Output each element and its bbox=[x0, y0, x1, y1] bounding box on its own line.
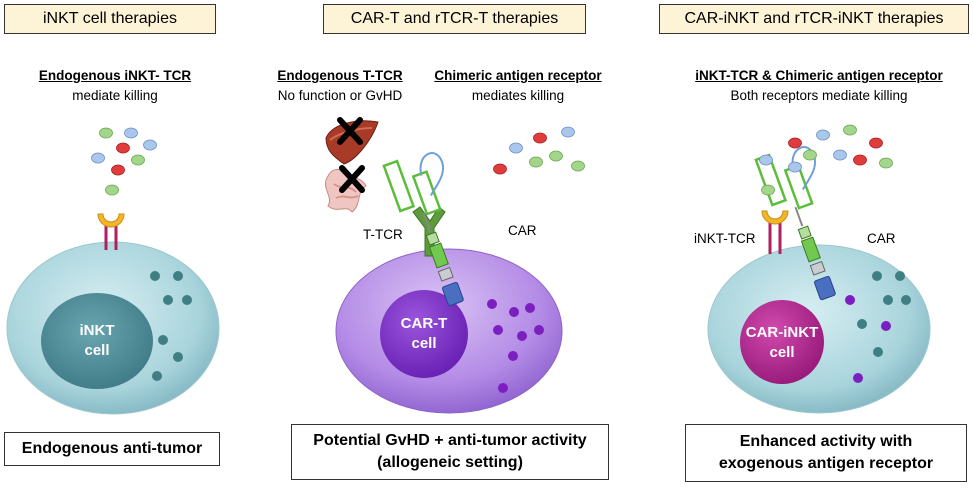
teal-granules bbox=[150, 271, 192, 381]
cart-nucleus bbox=[380, 290, 468, 378]
antigen-cluster-1 bbox=[91, 127, 157, 196]
outcome-line1: Enhanced activity with bbox=[739, 433, 913, 450]
subheading-mediates-killing: mediates killing bbox=[471, 88, 565, 103]
inkt-tcr-receptor bbox=[97, 213, 125, 250]
nucleus-label-line2: cell bbox=[411, 335, 437, 352]
nucleus-label-line1: iNKT bbox=[79, 322, 115, 339]
inkt-nucleus bbox=[41, 293, 153, 389]
t-tcr-receptor bbox=[412, 206, 446, 257]
outcome-line2: exogenous antigen receptor bbox=[718, 455, 934, 472]
heading-chimeric-antigen-receptor: Chimeric antigen receptor bbox=[434, 68, 602, 83]
inkt-tcr-receptor-2 bbox=[761, 210, 789, 254]
carinkt-cell bbox=[707, 244, 931, 414]
panel-title-inkt: iNKT cell therapies bbox=[4, 4, 216, 34]
carinkt-nucleus bbox=[740, 300, 824, 384]
inkt-tcr-label: iNKT-TCR bbox=[694, 231, 756, 246]
car-label-2: CAR bbox=[867, 231, 896, 246]
subheading-no-function-gvhd: No function or GvHD bbox=[277, 88, 403, 103]
outcome-box-cart: Potential GvHD + anti-tumor activity (al… bbox=[291, 424, 609, 480]
x-mark-icon bbox=[337, 117, 365, 193]
outcome-line1: Potential GvHD + anti-tumor activity bbox=[313, 432, 587, 449]
panel-title-carinkt: CAR-iNKT and rTCR-iNKT therapies bbox=[659, 4, 969, 34]
outcome-box-inkt: Endogenous anti-tumor bbox=[4, 432, 220, 466]
inkt-cell bbox=[6, 241, 220, 415]
nucleus-label-line2: cell bbox=[769, 344, 795, 361]
antigen-cluster-2 bbox=[493, 126, 585, 175]
outcome-line2: (allogeneic setting) bbox=[377, 454, 523, 471]
purple-granules bbox=[487, 299, 544, 393]
car-receptor bbox=[382, 152, 464, 307]
subheading-mediate-killing: mediate killing bbox=[72, 88, 158, 103]
subheading-both-receptors: Both receptors mediate killing bbox=[730, 88, 908, 103]
car-receptor-2 bbox=[754, 146, 836, 301]
heading-endogenous-t-tcr: Endogenous T-TCR bbox=[277, 68, 403, 83]
mixed-granules bbox=[845, 271, 911, 383]
nucleus-label-line2: cell bbox=[84, 342, 110, 359]
cart-cell bbox=[335, 248, 563, 414]
nucleus-label-inkt: iNKT cell bbox=[62, 321, 132, 361]
nucleus-label-cart: CAR-T cell bbox=[384, 314, 464, 354]
car-label: CAR bbox=[508, 223, 537, 238]
nucleus-label-carinkt: CAR-iNKT cell bbox=[737, 323, 827, 363]
outcome-box-carinkt: Enhanced activity with exogenous antigen… bbox=[685, 424, 967, 482]
antigen-cluster-3 bbox=[759, 124, 893, 196]
t-tcr-label: T-TCR bbox=[363, 227, 403, 242]
nucleus-label-line1: CAR-T bbox=[400, 315, 448, 332]
heading-inkt-tcr-and-car: iNKT-TCR & Chimeric antigen receptor bbox=[695, 68, 943, 83]
nucleus-label-line1: CAR-iNKT bbox=[745, 324, 819, 341]
heading-endogenous-inkt-tcr: Endogenous iNKT- TCR bbox=[38, 68, 192, 83]
panel-title-cart: CAR-T and rTCR-T therapies bbox=[323, 4, 586, 34]
